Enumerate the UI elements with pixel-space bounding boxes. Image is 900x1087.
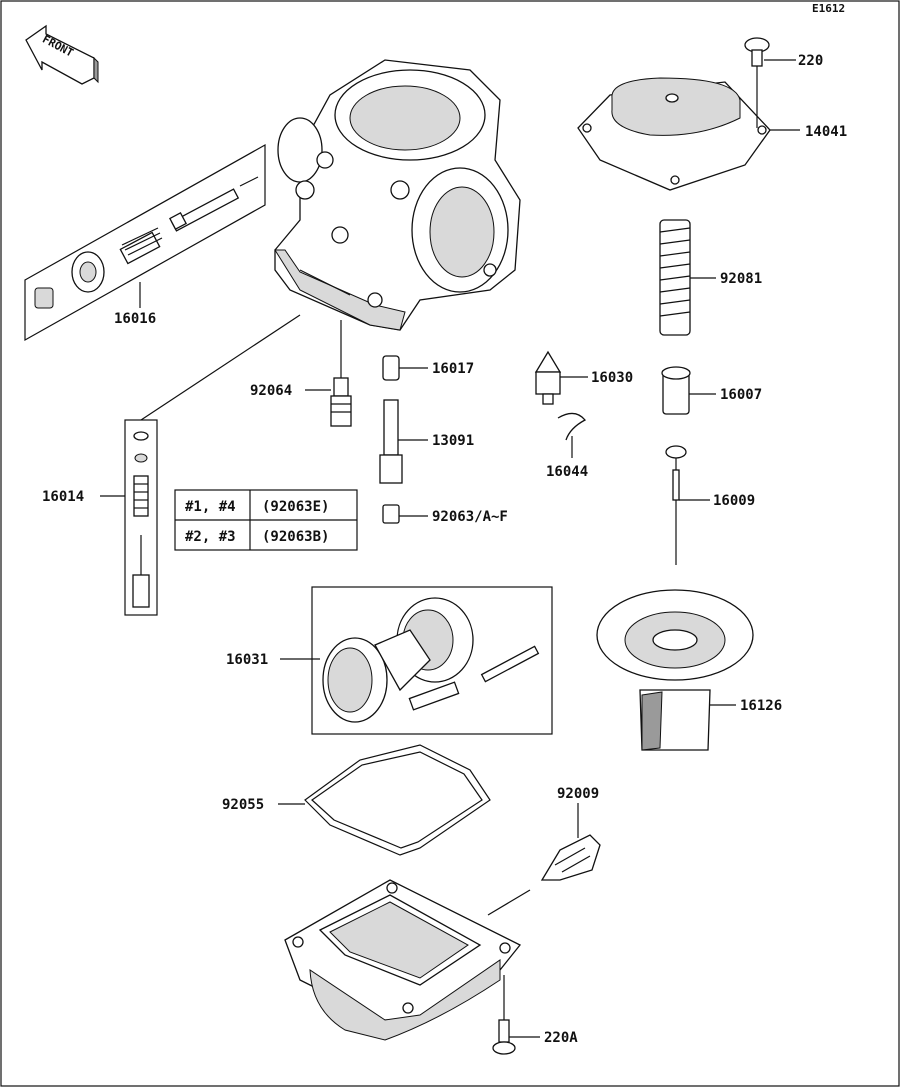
spring-part — [659, 219, 716, 336]
float-valve-clip-part — [557, 412, 587, 458]
diagram-code: E1612 — [812, 2, 845, 15]
table-row-2-cyl: #2, #3 — [185, 529, 236, 545]
label-16009: 16009 — [713, 493, 755, 509]
table-row-1-cyl: #1, #4 — [185, 499, 236, 515]
label-92063: 92063/A~F — [432, 509, 508, 525]
jet-size-table: #1, #4 (92063E) #2, #3 (92063B) — [174, 489, 358, 551]
label-16126: 16126 — [740, 698, 782, 714]
starter-plunger-group — [100, 314, 301, 616]
pilot-screw-kit-group — [24, 143, 266, 342]
label-16030: 16030 — [591, 370, 633, 386]
vacuum-piston-part — [596, 589, 754, 751]
label-16014: 16014 — [42, 489, 84, 505]
float-bowl-part — [284, 879, 531, 1041]
float-bowl-screw — [492, 975, 540, 1055]
label-220a: 220A — [544, 1030, 578, 1046]
jet-needle-part — [665, 445, 710, 565]
table-row-1-part: (92063E) — [262, 499, 329, 515]
label-16007: 16007 — [720, 387, 762, 403]
pilot-jet-part — [305, 320, 352, 427]
table-row-2-part: (92063B) — [262, 529, 329, 545]
label-16017: 16017 — [432, 361, 474, 377]
carburetor-body — [274, 59, 521, 331]
top-cover-screw — [744, 37, 796, 67]
label-92064: 92064 — [250, 383, 292, 399]
main-jet-part — [382, 504, 428, 524]
needle-jet-part — [379, 399, 428, 484]
float-bowl-gasket — [278, 744, 491, 856]
needle-holder-part — [661, 366, 716, 415]
label-16044: 16044 — [546, 464, 588, 480]
label-16016: 16016 — [114, 311, 156, 327]
label-92081: 92081 — [720, 271, 762, 287]
label-92009: 92009 — [557, 786, 599, 802]
drain-screw-part — [540, 803, 601, 881]
bleed-pipe-part — [382, 355, 428, 381]
top-cover-part — [577, 66, 800, 191]
label-14041: 14041 — [805, 124, 847, 140]
label-220: 220 — [798, 53, 823, 69]
label-16031: 16031 — [226, 652, 268, 668]
throttle-valve-group — [280, 586, 553, 735]
front-arrow-icon: FRONT — [25, 24, 99, 85]
label-13091: 13091 — [432, 433, 474, 449]
float-valve-part — [534, 350, 588, 405]
label-92055: 92055 — [222, 797, 264, 813]
